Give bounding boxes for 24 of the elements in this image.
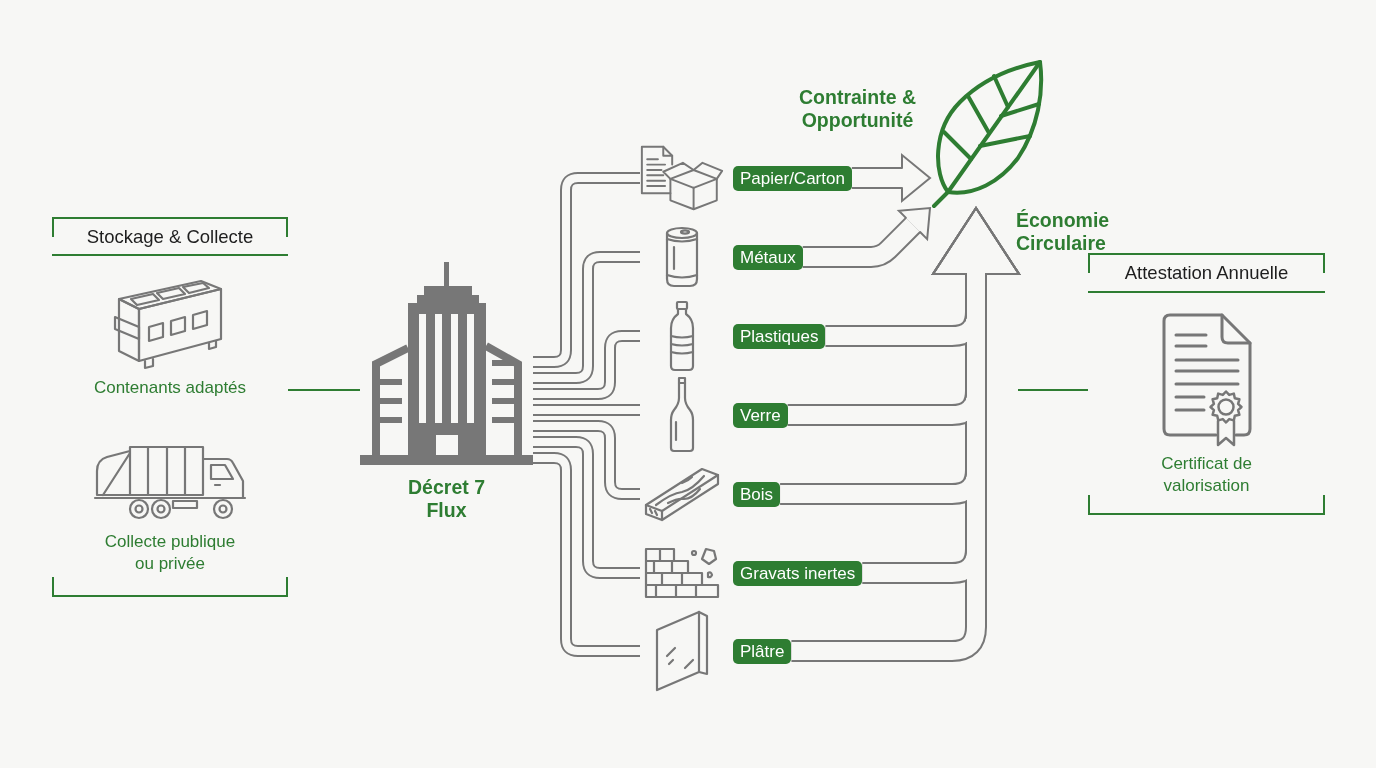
category-tag: Bois	[733, 481, 781, 507]
item-label: Contenants adaptés	[93, 377, 247, 399]
category-tag: Plastiques	[733, 323, 826, 349]
category-tag: Verre	[733, 402, 788, 428]
category-tag: Plâtre	[733, 638, 792, 664]
category-tag: Métaux	[733, 244, 803, 270]
category-tag: Papier/Carton	[733, 165, 852, 191]
pipe-connector	[533, 436, 640, 579]
leaf-heading: Contrainte & Opportunité	[798, 86, 917, 132]
panel-title: Attestation Annuelle	[1088, 255, 1325, 293]
item-label: Collecte publique ou privée	[103, 531, 237, 575]
item-label: Certificat de valorisation	[1160, 453, 1253, 497]
category-tag: Gravats inertes	[733, 560, 863, 586]
connector-line	[287, 389, 361, 391]
building-label: Décret 7 Flux	[407, 476, 486, 522]
pipe-connector	[533, 452, 640, 657]
leaf-caption: Économie Circulaire	[1016, 209, 1111, 255]
pipe-connector	[533, 420, 640, 500]
pipe-connector	[533, 251, 640, 384]
connector-line	[1017, 389, 1089, 391]
pipe-connector	[533, 404, 640, 416]
leaf-icon	[930, 58, 1045, 208]
panel-title: Stockage & Collecte	[52, 219, 288, 256]
pipe-connector	[533, 172, 640, 368]
